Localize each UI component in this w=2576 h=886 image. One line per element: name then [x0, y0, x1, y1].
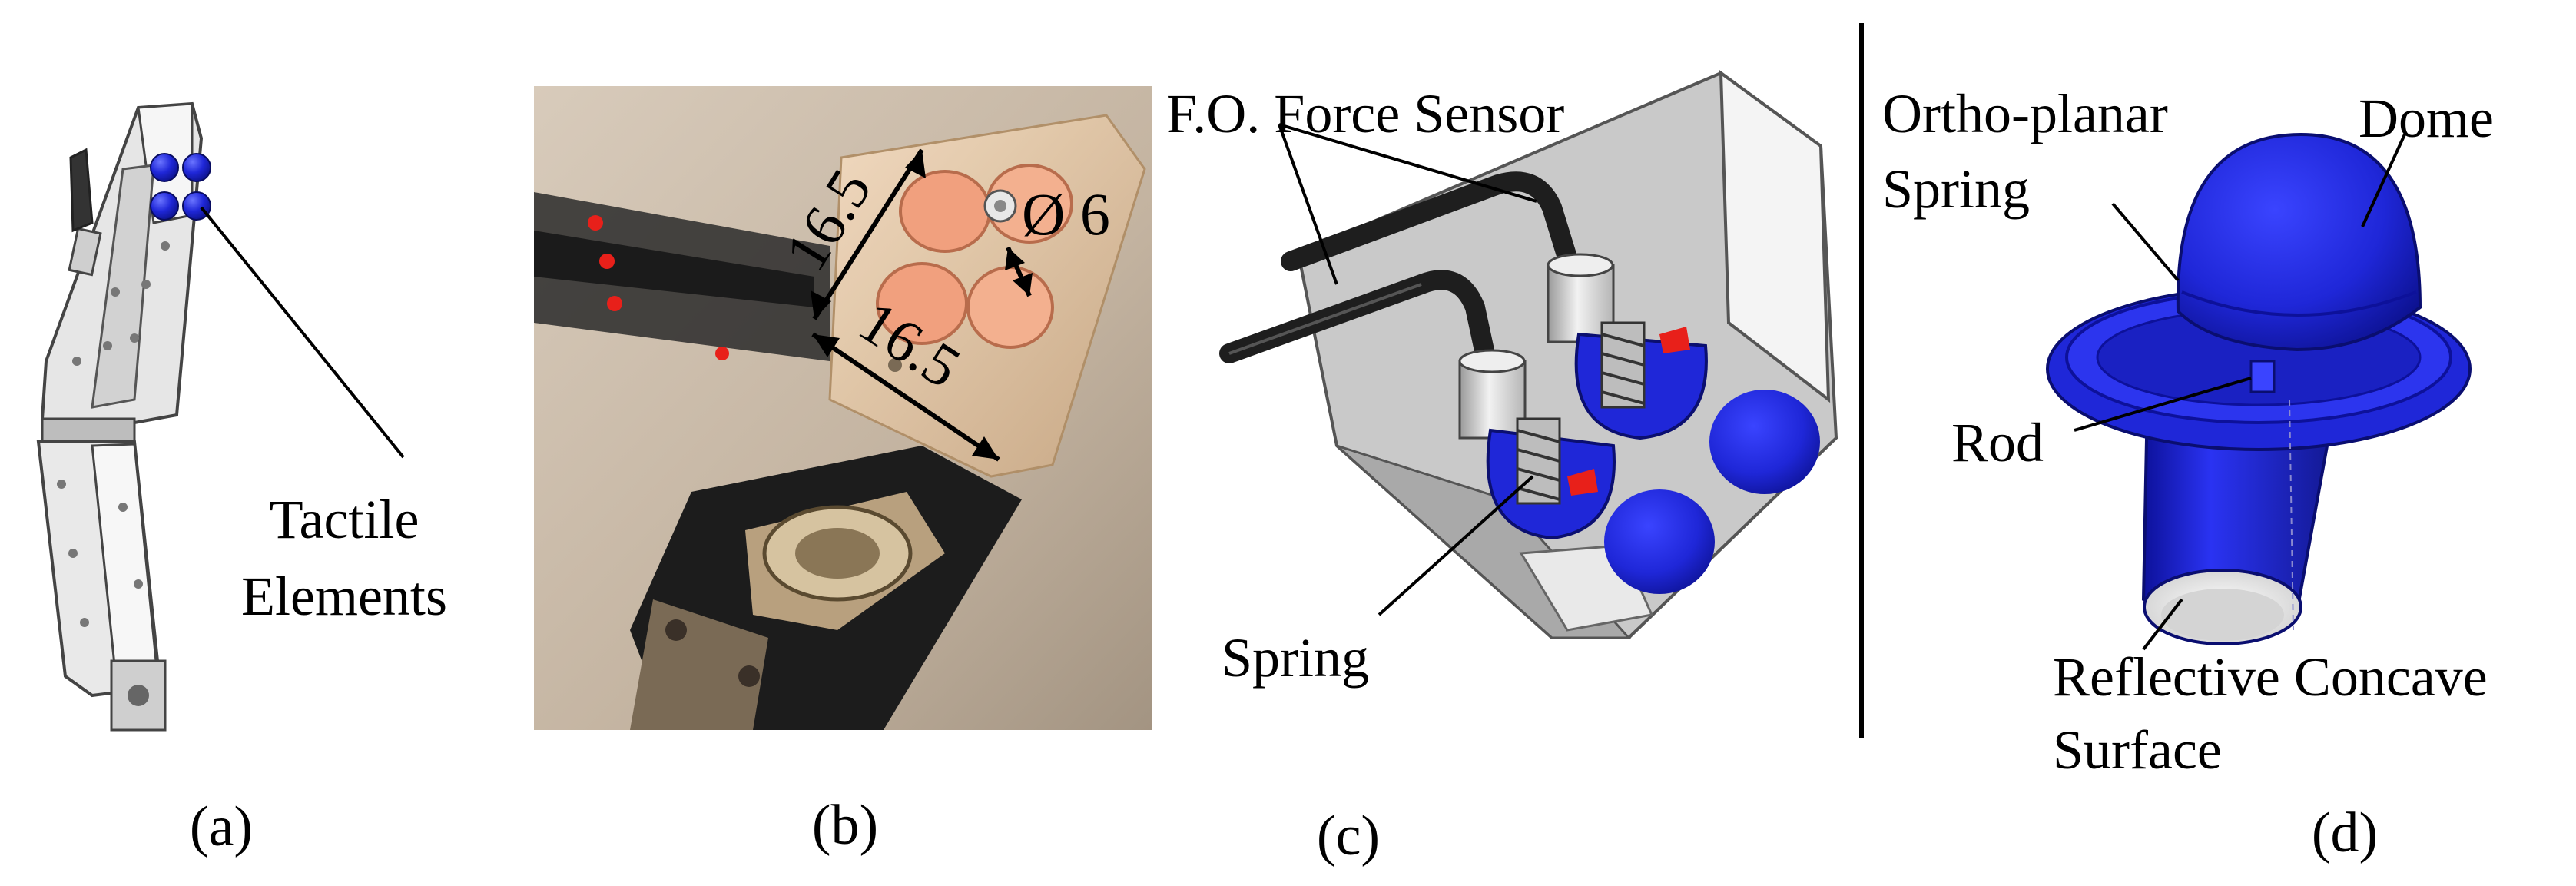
tactile-ball-1: [150, 153, 179, 182]
caption-a: (a): [190, 795, 253, 858]
robot-finger-drawing: [36, 101, 204, 732]
label-tactile-line2: Elements: [241, 566, 447, 627]
label-reflective-line1: Reflective Concave: [2053, 646, 2488, 708]
cap-sensor-3: [876, 262, 968, 345]
dome-c-2: [1604, 489, 1715, 594]
label-tactile-line1: Tactile: [270, 489, 419, 550]
panel-a: Tactile Elements (a): [36, 101, 447, 858]
label-fo-force-sensor: F.O. Force Sensor: [1166, 83, 1564, 144]
sensor-assembly-drawing: [1219, 69, 1838, 639]
dimension-arrows: [811, 148, 1033, 462]
panel-d: Ortho-planar Spring Dome Rod Reflective …: [1882, 83, 2494, 864]
tactile-ball-3: [150, 191, 179, 221]
caption-b: (b): [812, 794, 878, 857]
label-rod: Rod: [1951, 412, 2044, 473]
caption-c: (c): [1317, 805, 1380, 868]
tactile-element-drawing: [2046, 132, 2472, 645]
tactile-element-balls: [150, 153, 211, 221]
cap-sensor-4: [966, 266, 1054, 349]
panel-c: F.O. Force Sensor Spring (c): [1166, 69, 1838, 868]
tactile-leader-line: [200, 206, 405, 459]
label-spring: Spring: [1222, 627, 1369, 689]
tactile-ball-4: [182, 191, 211, 221]
spring-coils-left: [1516, 417, 1561, 505]
element-leader-lines: [2074, 134, 2406, 651]
label-ortho-line2: Spring: [1882, 158, 2030, 220]
fingertip-photo: [534, 86, 1152, 730]
sensor-leader-lines: [1278, 123, 1537, 616]
label-dim-diameter: Ø 6: [1022, 181, 1110, 247]
dome-c-1: [1709, 390, 1820, 494]
panel-b: 16.5 16.5 Ø 6 (b): [534, 86, 1152, 857]
label-ortho-line1: Ortho-planar: [1882, 83, 2168, 144]
cap-sensor-1: [899, 170, 991, 253]
rod: [2249, 360, 2276, 393]
tactile-ball-2: [182, 153, 211, 182]
spring-coils-right: [1600, 321, 1646, 409]
label-reflective-line2: Surface: [2053, 719, 2222, 781]
caption-d: (d): [2312, 801, 2378, 864]
label-dome: Dome: [2359, 88, 2494, 149]
